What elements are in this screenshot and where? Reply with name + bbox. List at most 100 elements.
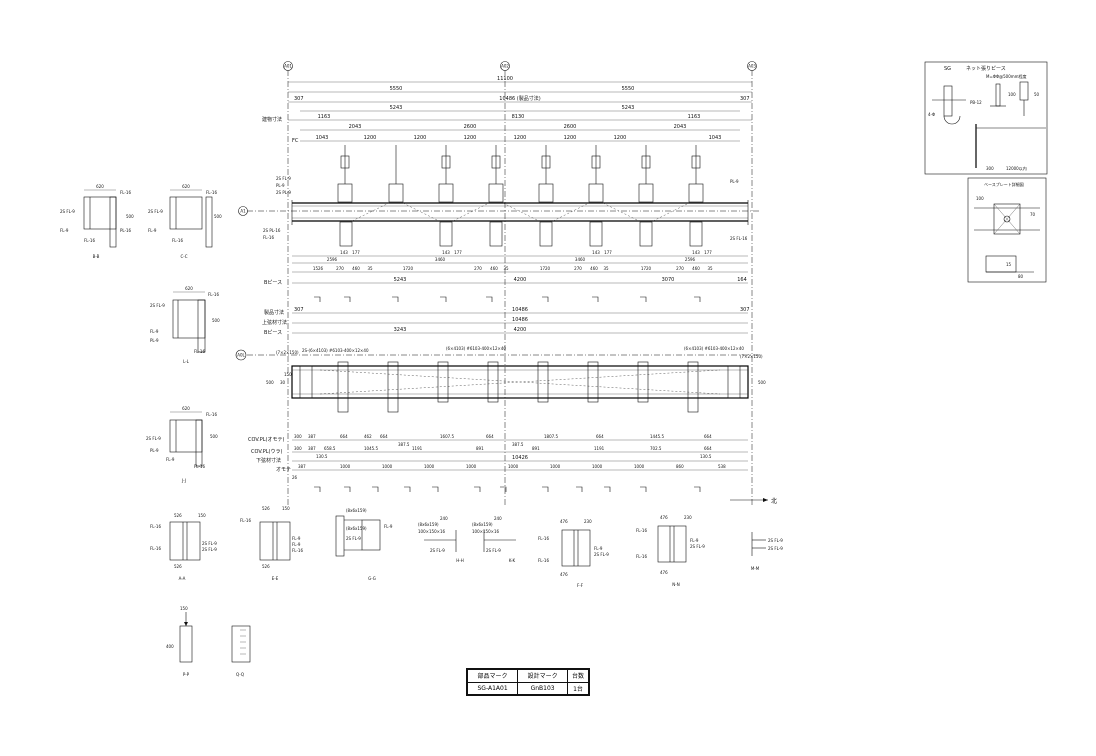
elev-note-7: 2S FL-16 [730,236,748,241]
hh-note-3: 2S FL-9 [430,548,445,553]
dim-row6-c: 1200 [414,135,427,141]
dim-low1-2: 460 [352,266,360,271]
dim-row6-g: 1200 [614,135,627,141]
elevation-view: 2S FL-9 PL-9 2S PL-9 2S PL-16 FL-16 PL-9… [263,145,749,247]
pp-height: 400 [166,644,174,649]
ll-width: 620 [185,286,193,291]
dim-low1-0: 1526 [313,266,324,271]
plan-note-top-right: (7×2×150) [740,354,763,359]
bb-pl-1: 2S FL-9 [60,209,75,214]
sp-9: 860 [676,464,684,469]
nn-pl-1: FL-9 [690,538,699,543]
nn-pl-0: FL-16 [636,528,647,533]
dim-low1-6: 460 [490,266,498,271]
dim-row6-b: 1200 [364,135,377,141]
dim-low1-14: 460 [692,266,700,271]
elev-note-2: PL-9 [276,183,285,188]
dim-low1-10: 460 [590,266,598,271]
sg-note-5: 300 [986,166,994,171]
dim-sub-f: 177 [604,250,612,255]
pp-label: P-P [183,672,190,677]
section-qq: Q-Q [231,625,251,677]
bb-label: B-B [93,254,100,259]
bb-pl-3: PL-16 [120,228,132,233]
grid-label-row-upper: A1 [240,209,246,214]
dim-sub-g: 143 [692,250,700,255]
dim-sub-c: 143 [442,250,450,255]
hh-label: H-H [456,558,463,563]
dim-row3-right: 5243 [622,105,635,111]
dim-low2-c: 3460 [575,257,586,262]
misc-0: 26 [292,475,298,480]
pp-width: 150 [180,606,188,611]
plan-dim-left: 500 [266,380,274,385]
dim-row5-b: 2600 [464,124,477,130]
dim-row6-d: 1200 [464,135,477,141]
jj-pl-3: FL-9 [166,457,175,462]
elev-note-6: PL-9 [730,179,739,184]
aa-w1: 150 [198,513,206,518]
dim-piece-label: Bピース [264,280,282,286]
cov-u-3: 462 [364,434,372,439]
elev-note-1: 2S FL-9 [276,176,291,181]
cov-u-1: 387 [308,434,316,439]
dim-low1-1: 270 [336,266,344,271]
aa-w2: 526 [174,564,182,569]
gg-note-2: 2S FL-9 [346,536,361,541]
aa-pl-2: 2S FL-9 [202,547,217,552]
cc-pl-4: FL-16 [172,238,183,243]
ee-pl-2: FL-9 [292,542,301,547]
section-hh: (8x6x159) 100×150×16 240 2S FL-9 H-H [418,516,464,563]
dim-low2-d: 2596 [685,257,696,262]
tb-value-part-mark: SG-A1A01 [466,681,519,695]
sp-6: 1000 [550,464,561,469]
sg-note-6: 12000以内 [1006,165,1027,171]
sp-8: 1000 [634,464,645,469]
sp-10: 538 [718,464,726,469]
ee-w0: 526 [262,506,270,511]
kk-note-2: 240 [494,516,502,521]
hh-note-1: 100×150×16 [418,529,446,534]
ll-label: L-L [183,359,190,364]
dim-low1-8: 1720 [540,266,551,271]
dim-row6-f: 1200 [564,135,577,141]
dim-low1-13: 270 [676,266,684,271]
dim-low1-4: 1720 [403,266,414,271]
tb-value-design-mark: GnB103 [517,681,569,695]
section-jj: 620 FL-16 2S FL-9 PL-9 FL-9 FL-16 500 J-… [146,406,218,483]
cov-sub-1: 387.5 [398,442,410,447]
sg-note-4: 50 [1034,92,1040,97]
grid-label-left: A01 [284,64,292,69]
dim-upper: 10486 [512,317,528,323]
north-label: 北 [771,497,777,505]
cov-l-8: 702.5 [650,446,662,451]
dim-piece-b: 4200 [514,277,527,283]
ff-w2: 476 [560,572,568,577]
cov-l-3: 1045.5 [364,446,378,451]
jj-pl-0: FL-16 [206,412,217,417]
elevation-gussets [339,221,703,247]
elev-note-4: 2S PL-16 [263,228,281,233]
section-aa: 526 150 526 FL-16 2S FL-9 2S FL-9 FL-16 … [150,513,217,581]
dim-sub-h: 177 [704,250,712,255]
elev-note-5: FL-16 [263,235,274,240]
elevation-braces [351,202,690,222]
cov-u-6: 664 [486,434,494,439]
dim-row5-a: 2043 [349,124,362,130]
jj-pl-1: 2S FL-9 [146,436,161,441]
base-note-0: 100 [976,196,984,201]
dim-prod: 10486 [512,307,528,313]
sg-subtitle: ネット張りピース [966,66,1006,72]
dim-low1-15: 35 [707,266,713,271]
dim-row2-center: 10486 (製品寸法) [499,95,540,102]
cov-sub-3: 130.5 [700,454,712,459]
cc-pl-1: 2S FL-9 [148,209,163,214]
aa-w0: 526 [174,513,182,518]
cov-u-10: 664 [704,434,712,439]
dim-sub-a: 143 [340,250,348,255]
spacing-label: オモテ [276,467,291,473]
sp-4: 1000 [466,464,477,469]
nn-pl-2: 2S FL-9 [690,544,705,549]
sp-5: 1000 [508,464,519,469]
section-pp: 150 400 P-P [166,606,193,677]
